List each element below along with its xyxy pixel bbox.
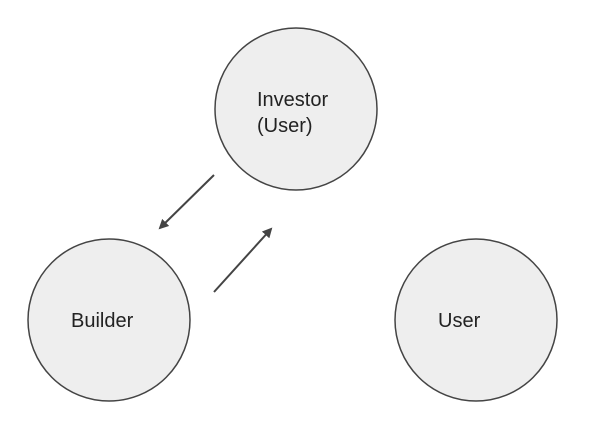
node-builder-circle [27, 238, 191, 402]
node-builder-label: Builder [71, 310, 134, 332]
node-investor[interactable]: Investor (User) [214, 27, 378, 191]
node-user-label: User [438, 310, 481, 332]
edge-investor-to-builder-arrow [158, 174, 215, 230]
node-user[interactable]: User [394, 238, 558, 402]
node-investor-circle [214, 27, 378, 191]
node-user-circle [394, 238, 558, 402]
edge-builder-to-investor-arrow [213, 227, 273, 293]
node-builder[interactable]: Builder [27, 238, 191, 402]
node-investor-label-line2: (User) [257, 115, 313, 137]
node-investor-label-line1: Investor [257, 89, 328, 111]
